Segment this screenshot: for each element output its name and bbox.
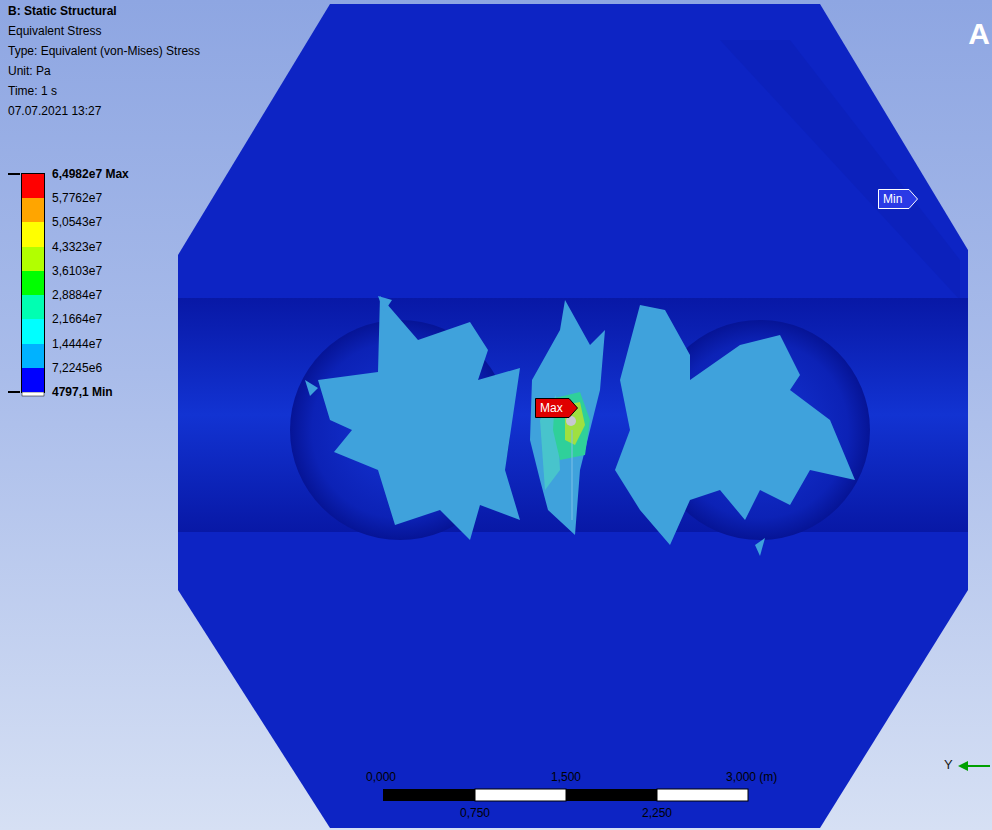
max-probe-flag: Max [535,398,578,418]
colorbar-band [22,198,44,223]
stress-contour [305,296,855,556]
scale-segment [475,789,566,801]
plate-body [178,4,968,828]
flag-outline [536,399,578,418]
legend-value: 1,4444e7 [52,337,102,351]
axis-triad [958,761,990,771]
contour-patch [615,305,855,545]
scale-segment [566,789,657,801]
result-name: Equivalent Stress [8,24,101,38]
legend-value: 2,1664e7 [52,312,102,326]
axis-line [966,765,990,767]
probe-label: Max [535,398,578,418]
scale-value: 0,000 [366,770,396,784]
colorbar-band [22,271,44,296]
colorbar-band [22,222,44,247]
colorbar-band [22,368,44,393]
result-type: Type: Equivalent (von-Mises) Stress [8,44,200,58]
mesh-seam [572,430,573,520]
colorbar-outline [22,174,45,393]
axis-label: Y [944,757,953,772]
result-time: Time: 1 s [8,84,57,98]
scale-value: 1,500 [551,770,581,784]
contour-patch [378,296,392,312]
scale-segment [657,789,748,801]
tick [8,391,20,393]
colorbar-cap [22,392,44,396]
scale-bar [383,789,748,801]
probe-label: Min [878,189,918,209]
legend-value: 5,0543e7 [52,215,102,229]
scale-value: 0,750 [460,806,490,820]
axis-arrowhead [958,761,968,771]
colorbar-band [22,174,44,199]
scale-value: 3,000 (m) [726,770,777,784]
result-unit: Unit: Pa [8,64,51,78]
colorbar-frame [8,174,45,397]
result-date: 07.07.2021 13:27 [8,104,101,118]
scale-value: 2,250 [642,806,672,820]
contour-patch [755,538,765,556]
contour-patch [305,380,318,396]
legend-value: 7,2245e6 [52,361,102,375]
legend-value: 2,8884e7 [52,288,102,302]
logo-fragment: A [968,18,990,50]
plate-shade [720,40,960,300]
colorbar-band [22,344,44,369]
contour-patch [530,300,605,535]
colorbar-band [22,319,44,344]
tick [8,173,20,175]
result-title: B: Static Structural [8,4,117,18]
legend-min-value: 4797,1 Min [52,385,113,399]
legend-value: 6,4982e7 Max [52,167,129,181]
contour-patch [318,296,520,540]
flag-outline [879,190,918,209]
legend-value: 5,7762e7 [52,191,102,205]
scale-segment [383,789,475,801]
colorbar-band [22,295,44,320]
legend-value: 4,3323e7 [52,240,102,254]
legend-value: 3,6103e7 [52,264,102,278]
min-probe-flag: Min [878,189,918,209]
colorbar-band [22,247,44,272]
